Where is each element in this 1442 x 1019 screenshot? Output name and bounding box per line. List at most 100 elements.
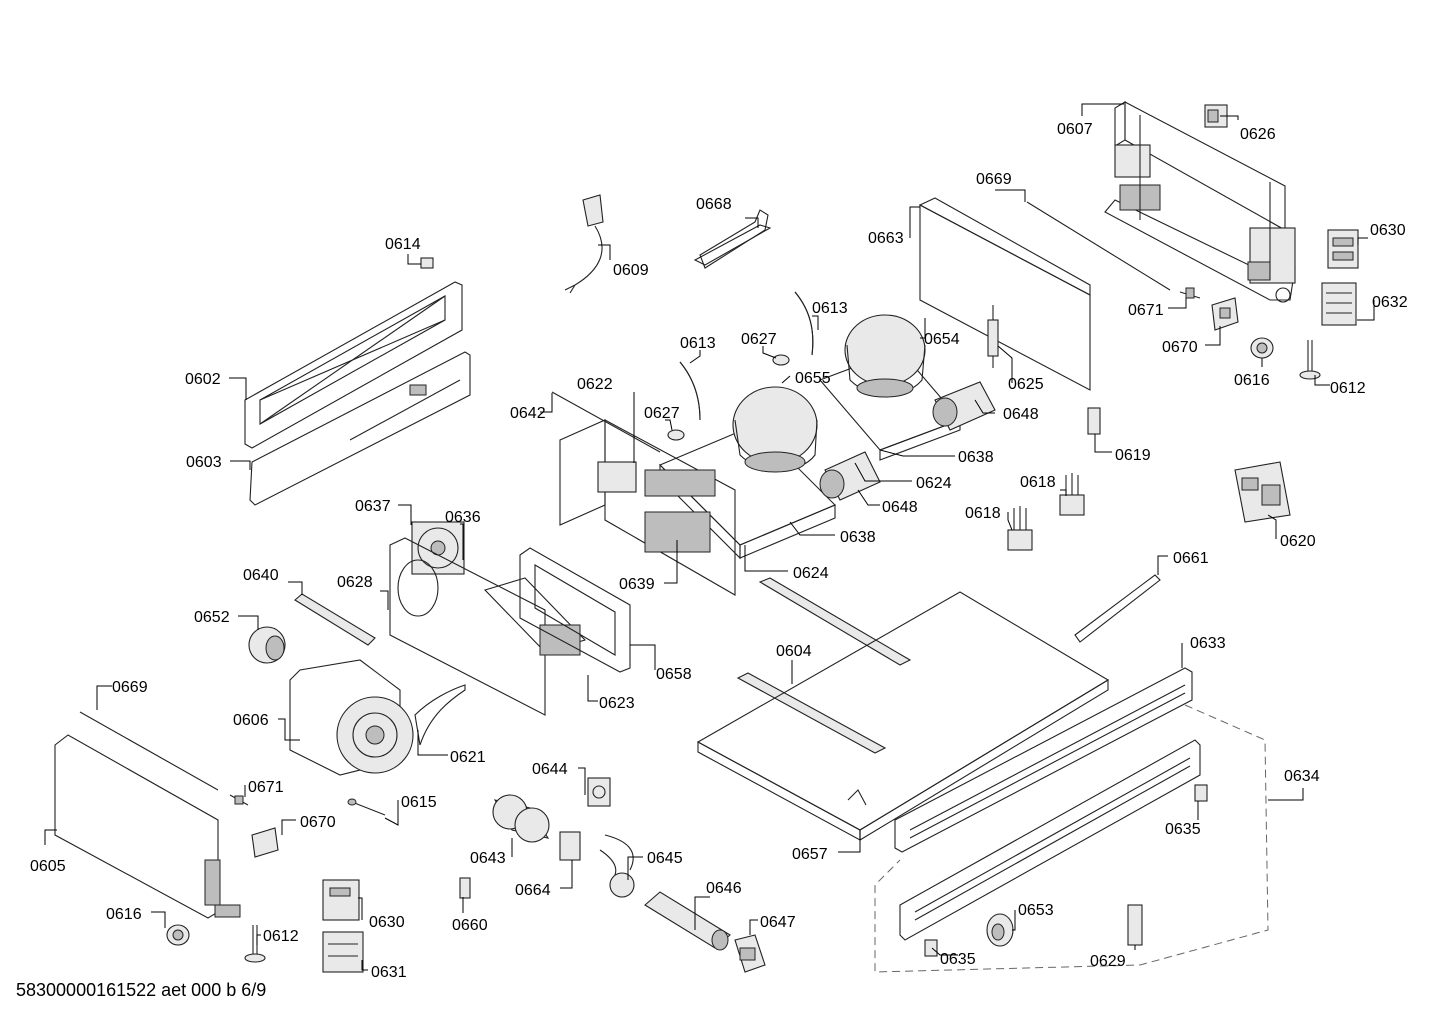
label-0618: 0618 [965,505,1001,522]
part-shape-0647 [734,934,766,973]
part-shape-0671-lower [229,794,249,806]
part-shape-0627-lower [667,429,685,441]
part-shape-0619 [1087,407,1101,435]
label-0671: 0671 [1128,302,1164,319]
label-0633: 0633 [1190,635,1226,652]
part-shape-0605 [54,734,241,919]
label-0647: 0647 [760,914,796,931]
part-labels: 0607 0626 0669 0668 0663 0630 0614 0609 … [30,121,1408,981]
label-0652: 0652 [194,609,230,626]
label-0642: 0642 [510,405,546,422]
part-shape-0616-upper [1250,337,1274,359]
label-0639: 0639 [619,576,655,593]
part-shape-0642 [551,391,661,453]
label-0620: 0620 [1280,533,1316,550]
label-0630: 0630 [1370,222,1406,239]
label-0654: 0654 [924,331,960,348]
label-0643: 0643 [470,850,506,867]
part-shape-0628 [389,537,546,716]
label-0612: 0612 [1330,380,1366,397]
label-0635: 0635 [1165,821,1201,838]
part-shape-0669-upper [1026,201,1171,291]
part-shape-0612-lower [244,925,266,963]
label-0646: 0646 [706,880,742,897]
label-0618: 0618 [1020,474,1056,491]
part-shape-0618-lower [1007,506,1033,551]
label-0619: 0619 [1115,447,1151,464]
label-0627: 0627 [741,331,777,348]
label-0632: 0632 [1372,294,1408,311]
part-shape-0663 [918,197,1091,391]
part-shape-0614 [420,257,434,269]
label-0616: 0616 [1234,372,1270,389]
label-0637: 0637 [355,498,391,515]
label-0645: 0645 [647,850,683,867]
label-0655: 0655 [795,370,831,387]
part-shape-0604-upper [758,577,912,666]
part-shape-0654 [844,314,926,398]
label-0669: 0669 [112,679,148,696]
part-shape-0616-lower [166,924,190,946]
label-0634: 0634 [1284,768,1320,785]
part-shape-0660 [459,877,471,899]
label-0661: 0661 [1173,550,1209,567]
label-0638: 0638 [840,529,876,546]
part-shape-0622 [559,419,736,596]
label-0631: 0631 [371,964,407,981]
part-shape-0646 [644,891,731,951]
label-0614: 0614 [385,236,421,253]
part-shape-0655 [732,386,818,473]
label-0621: 0621 [450,749,486,766]
part-shape-base-tray [696,591,1110,841]
label-0660: 0660 [452,917,488,934]
part-shape-0607 [1104,101,1296,303]
label-0622: 0622 [577,376,613,393]
label-0627: 0627 [644,405,680,422]
part-shape-0606 [289,659,414,776]
part-shape-0664 [559,831,581,861]
label-0602: 0602 [185,371,221,388]
part-shape-0633 [894,667,1193,853]
label-0671: 0671 [248,779,284,796]
part-shape-0627-upper [772,354,790,366]
part-shape-0613-left-outline [679,361,701,421]
part-shape-0609 [564,194,604,294]
label-0603: 0603 [186,454,222,471]
part-shape-0652 [248,626,286,664]
part-shape-0670-lower [251,827,279,858]
label-0607: 0607 [1057,121,1093,138]
part-shape-0644 [587,777,611,807]
part-shape-0612-upper [1299,340,1321,380]
part-shape-0613-right-outline [794,291,814,356]
part-shape-0645 [599,834,635,898]
label-0664: 0664 [515,882,551,899]
label-0626: 0626 [1240,126,1276,143]
label-0606: 0606 [233,712,269,729]
drawing-reference-code: 58300000161522 aet 000 b 6/9 [16,980,267,1000]
part-shape-0653 [986,913,1014,947]
part-shape-0630-upper [1327,229,1359,269]
label-0636: 0636 [445,509,481,526]
label-0613: 0613 [812,300,848,317]
label-0670: 0670 [300,814,336,831]
label-0629: 0629 [1090,953,1126,970]
part-shape-0615 [347,798,386,816]
label-0609: 0609 [613,262,649,279]
part-shape-0648-lower [819,451,881,501]
label-0628: 0628 [337,574,373,591]
label-0623: 0623 [599,695,635,712]
label-0657: 0657 [792,846,828,863]
label-0663: 0663 [868,230,904,247]
part-shape-0625 [987,305,999,368]
label-0630: 0630 [369,914,405,931]
label-0640: 0640 [243,567,279,584]
label-0605: 0605 [30,858,66,875]
part-shape-0657 [847,789,867,806]
part-shape-0671-upper [1179,287,1201,299]
label-0668: 0668 [696,196,732,213]
label-0615: 0615 [401,794,437,811]
part-shape-0618-upper [1059,473,1085,516]
part-shape-0635-lower [924,939,938,957]
part-shape-0637 [411,521,465,575]
part-shape-0669-lower [79,711,219,791]
